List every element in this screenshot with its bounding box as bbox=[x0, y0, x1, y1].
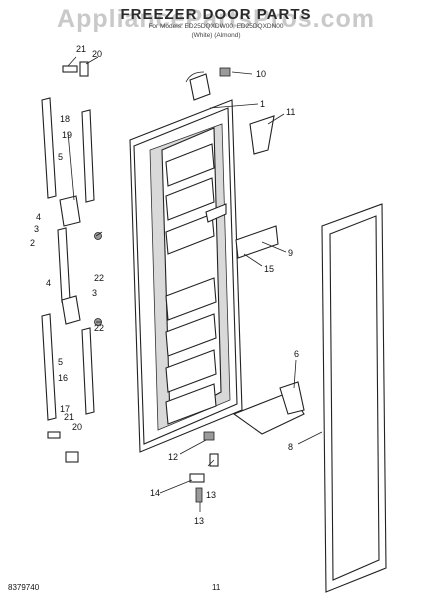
callout-10: 10 bbox=[256, 69, 266, 79]
callout-6: 6 bbox=[294, 349, 299, 359]
top-hinge-parts bbox=[62, 61, 231, 101]
callout-3a: 3 bbox=[34, 224, 39, 234]
page-number: 11 bbox=[212, 583, 221, 592]
leader-lines bbox=[67, 56, 323, 512]
callout-21a: 21 bbox=[76, 44, 86, 54]
watermark: AppliancePartsPros.com bbox=[57, 5, 375, 33]
bin-and-retainer bbox=[205, 115, 279, 259]
door-gasket bbox=[321, 203, 387, 593]
callout-4b: 4 bbox=[46, 278, 51, 288]
callout-22a: 22 bbox=[94, 273, 104, 283]
callout-14: 14 bbox=[150, 488, 160, 498]
callout-20a: 20 bbox=[92, 49, 102, 59]
colors-line: (White) (Almond) bbox=[191, 32, 241, 39]
callout-17: 17 bbox=[60, 404, 70, 414]
callout-5a: 5 bbox=[58, 152, 63, 162]
diagram-title: FREEZER DOOR PARTS bbox=[120, 6, 312, 23]
models-line: For Models: ED25DQXDW00, ED25DQXDN00 bbox=[148, 23, 284, 30]
callout-13a: 13 bbox=[206, 490, 216, 500]
callout-5b: 5 bbox=[58, 357, 63, 367]
callout-20b: 20 bbox=[72, 422, 82, 432]
door-bucket bbox=[232, 381, 305, 435]
callout-21b: 21 bbox=[64, 412, 74, 422]
callout-16: 16 bbox=[58, 373, 68, 383]
callout-9: 9 bbox=[288, 248, 293, 258]
callout-3b: 3 bbox=[92, 288, 97, 298]
callout-labels: 1 2 3 3 4 4 5 5 6 8 9 10 11 12 13 13 14 … bbox=[30, 44, 299, 526]
callout-4a: 4 bbox=[36, 212, 41, 222]
callout-18: 18 bbox=[60, 114, 70, 124]
callout-13b: 13 bbox=[194, 516, 204, 526]
callout-1: 1 bbox=[260, 99, 265, 109]
callout-15: 15 bbox=[264, 264, 274, 274]
callout-2: 2 bbox=[30, 238, 35, 248]
callout-22b: 22 bbox=[94, 323, 104, 333]
callout-11: 11 bbox=[286, 107, 295, 117]
document-number: 8379740 bbox=[8, 583, 40, 592]
door-trim-strips bbox=[41, 97, 102, 463]
callout-19: 19 bbox=[62, 130, 72, 140]
callout-8: 8 bbox=[288, 442, 293, 452]
callout-12: 12 bbox=[168, 452, 178, 462]
liner-shelves bbox=[165, 143, 217, 425]
